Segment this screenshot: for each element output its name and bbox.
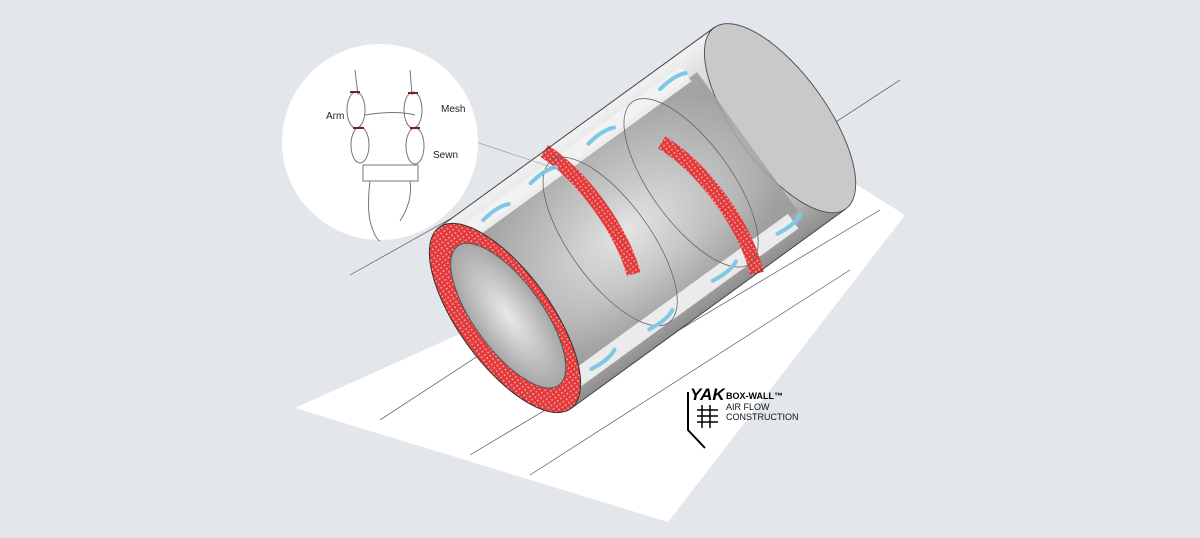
logo-line2: CONSTRUCTION (726, 412, 799, 422)
arm-inset: Arm Mesh Sewn (282, 44, 561, 242)
airflow-logo-icon (697, 405, 718, 428)
logo-brand: YAK (690, 385, 726, 404)
yak-boxwall-logo: YAK BOX-WALL™ AIR FLOW CONSTRUCTION (687, 385, 799, 449)
mesh-ring-front (428, 222, 582, 414)
mesh-ring-middle (540, 98, 764, 327)
sleeve-tube (428, 23, 857, 414)
logo-product: BOX-WALL™ (726, 391, 783, 401)
label-arm: Arm (326, 111, 344, 122)
airflow-arrows (481, 71, 803, 371)
label-mesh: Mesh (441, 104, 465, 115)
logo-line1: AIR FLOW (726, 402, 770, 412)
label-sewn: Sewn (433, 150, 458, 161)
